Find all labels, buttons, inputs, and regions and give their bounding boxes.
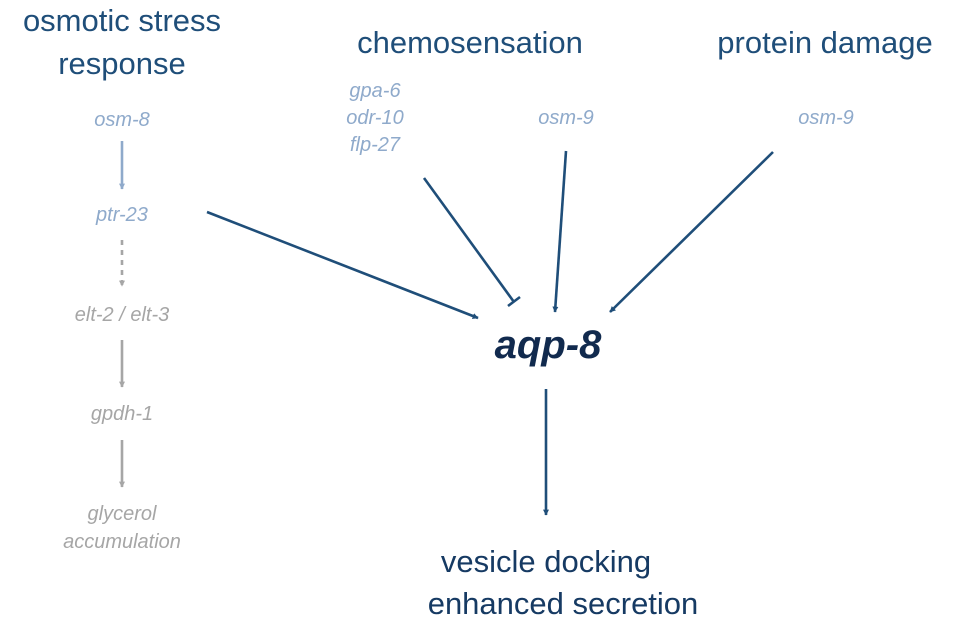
arrow-osm9-to-aqp8 bbox=[552, 150, 568, 313]
gene-osm-8: osm-8 bbox=[94, 109, 150, 131]
gene-osm-9-protein-damage: osm-9 bbox=[798, 107, 854, 129]
gene-flp-27: flp-27 bbox=[350, 134, 401, 156]
gene-elt-2-elt-3: elt-2 / elt-3 bbox=[75, 304, 169, 326]
inhibition-bar bbox=[507, 295, 521, 308]
heading-osmotic-stress-line2: response bbox=[58, 46, 186, 81]
heading-chemosensation: chemosensation bbox=[357, 25, 583, 60]
heading-protein-damage: protein damage bbox=[717, 25, 932, 60]
outcome-enhanced-secretion: enhanced secretion bbox=[428, 586, 699, 621]
gene-gpdh-1: gpdh-1 bbox=[91, 403, 153, 425]
gene-odr-10: odr-10 bbox=[346, 107, 403, 129]
heading-osmotic-stress-line1: osmotic stress bbox=[23, 3, 221, 38]
text-glycerol: glycerol bbox=[88, 503, 157, 525]
gene-gpa-6: gpa-6 bbox=[349, 80, 401, 102]
arrow-protein-damage-to-aqp8 bbox=[609, 151, 774, 313]
gene-osm-9-chemosensation: osm-9 bbox=[538, 107, 594, 129]
gene-ptr-23: ptr-23 bbox=[95, 204, 148, 226]
inhibition-chemosensation-to-aqp8 bbox=[422, 177, 516, 303]
text-accumulation: accumulation bbox=[63, 531, 181, 553]
arrow-ptr23-to-aqp8 bbox=[206, 210, 479, 320]
gene-aqp-8: aqp-8 bbox=[495, 323, 602, 367]
outcome-vesicle-docking: vesicle docking bbox=[441, 544, 651, 579]
